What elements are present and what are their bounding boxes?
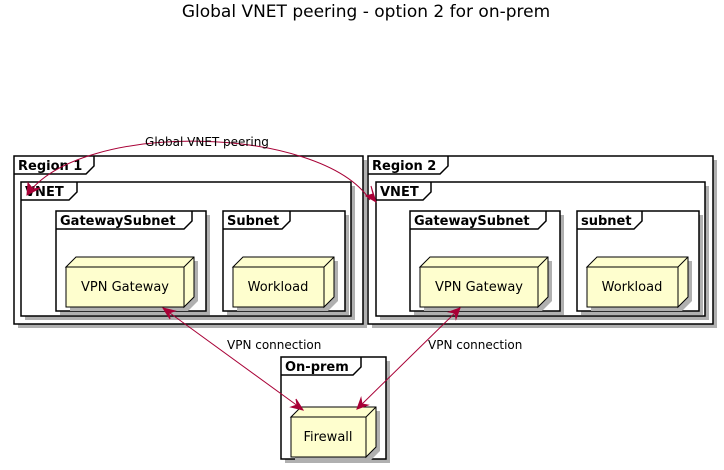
region2-label: Region 2: [372, 159, 436, 174]
firewall-node: Firewall: [289, 406, 380, 461]
region1-workload-node: Workload: [231, 256, 338, 311]
vpn2-arrow-bottom-icon: [356, 396, 370, 410]
region2-vpn-gateway-label: VPN Gateway: [435, 280, 523, 295]
region1-vpn-gateway-label: VPN Gateway: [81, 280, 169, 295]
peering-label: Global VNET peering: [145, 135, 269, 149]
region2-workload-node: Workload: [585, 256, 692, 311]
region1-label: Region 1: [18, 159, 82, 174]
region1-workload-label: Workload: [248, 280, 309, 295]
vpn2-arrow-top-icon: [447, 307, 461, 321]
firewall-label: Firewall: [303, 430, 352, 445]
region2-subnet-label: subnet: [581, 214, 632, 229]
peering-arrow-left-icon: [26, 181, 41, 196]
peering-arrow-right-icon: [364, 185, 377, 204]
vpn-connection-1-edge: VPN connection: [161, 307, 321, 411]
region1-vpn-gateway-node: VPN Gateway: [64, 256, 198, 311]
peering-edge: Global VNET peering: [26, 135, 377, 204]
region2-workload-label: Workload: [602, 280, 663, 295]
vpn1-label: VPN connection: [227, 338, 321, 352]
region2-vpn-gateway-node: VPN Gateway: [418, 256, 552, 311]
vpn1-arrow-bottom-icon: [289, 398, 305, 411]
vpn1-arrow-top-icon: [161, 307, 177, 320]
vpn2-label: VPN connection: [428, 338, 522, 352]
region1-gateway-subnet-label: GatewaySubnet: [60, 214, 176, 229]
region2-gateway-subnet-label: GatewaySubnet: [414, 214, 530, 229]
diagram-title: Global VNET peering - option 2 for on-pr…: [182, 2, 550, 22]
onprem-label: On-prem: [285, 360, 349, 375]
region2-vnet-label: VNET: [380, 185, 419, 200]
vpn-connection-2-edge: VPN connection: [356, 307, 522, 410]
region1-subnet-label: Subnet: [227, 214, 279, 229]
